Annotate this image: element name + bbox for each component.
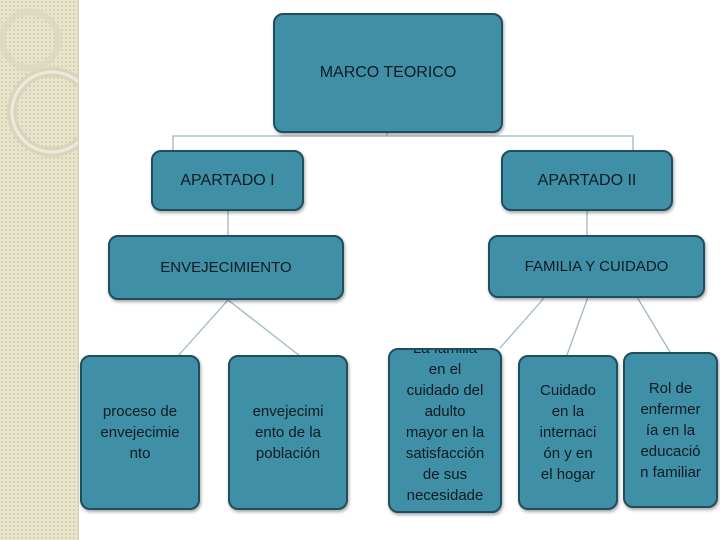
topic-label-envejecimiento: ENVEJECIMIENTO [160, 259, 291, 276]
leaf-label-envejecimiento-poblacion: envejecimi ento de la población [249, 401, 328, 464]
connector-familia-to-internacion [567, 297, 588, 355]
leaf-label-familia-cuidado-adulto: La familia en el cuidado del adulto mayo… [402, 348, 488, 506]
leaf-node-cuidado-internacion: Cuidado en la internaci ón y en el hogar [518, 355, 618, 510]
topic-node-familia-cuidado: FAMILIA Y CUIDADO [488, 235, 705, 298]
connector-root-to-apartado-i [173, 132, 387, 150]
section-label-apartado-ii: APARTADO II [538, 172, 637, 190]
root-node: MARCO TEORICO [273, 13, 503, 133]
section-node-apartado-i: APARTADO I [151, 150, 304, 211]
leaf-label-cuidado-internacion: Cuidado en la internaci ón y en el hogar [536, 380, 601, 485]
connector-envejecimiento-to-proceso [178, 300, 228, 356]
topic-label-familia-cuidado: FAMILIA Y CUIDADO [525, 258, 669, 275]
section-label-apartado-i: APARTADO I [180, 172, 274, 190]
leaf-node-familia-cuidado-adulto: La familia en el cuidado del adulto mayo… [388, 348, 502, 513]
topic-node-envejecimiento: ENVEJECIMIENTO [108, 235, 344, 300]
connector-root-to-apartado-ii [387, 136, 633, 150]
connector-envejecimiento-to-poblacion [228, 300, 300, 356]
leaf-node-proceso-envejecimiento: proceso de envejecimie nto [80, 355, 200, 510]
section-node-apartado-ii: APARTADO II [501, 150, 673, 211]
connector-familia-to-enfermeria [637, 297, 670, 352]
root-node-label: MARCO TEORICO [320, 64, 457, 82]
connector-familia-to-cuidado-adulto [500, 297, 545, 348]
leaf-label-proceso-envejecimiento: proceso de envejecimie nto [96, 401, 183, 464]
leaf-node-rol-enfermeria: Rol de enfermer ía en la educació n fami… [623, 352, 718, 508]
leaf-node-envejecimiento-poblacion: envejecimi ento de la población [228, 355, 348, 510]
leaf-label-rol-enfermeria: Rol de enfermer ía en la educació n fami… [636, 378, 705, 483]
